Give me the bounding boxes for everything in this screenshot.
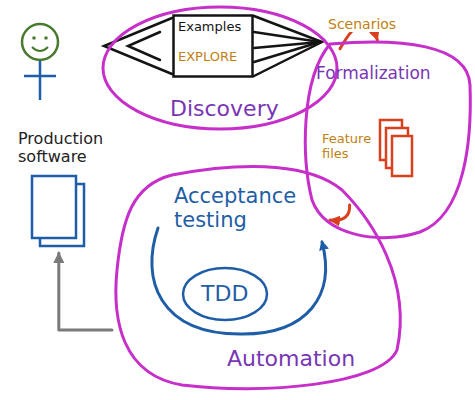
- box-text: Examples: [178, 20, 241, 35]
- file-label: Feature files: [322, 132, 378, 162]
- region-title: Automation: [227, 346, 355, 371]
- stick-figure: [22, 24, 58, 100]
- tdd-loop: TDD: [180, 265, 270, 323]
- formalization-region: FormalizationFeature files: [300, 40, 472, 240]
- automation-region: Automation Acceptance testingTDD: [112, 160, 408, 396]
- feature-files: Feature files: [322, 110, 414, 205]
- examples-box: ExamplesEXPLORE: [172, 14, 254, 78]
- acceptance-loop: Acceptance testingTDD: [140, 180, 330, 340]
- edge-label: Scenarios: [326, 16, 398, 32]
- doc-label: Production software: [18, 130, 126, 167]
- region-title: Discovery: [170, 96, 279, 121]
- box-text: EXPLORE: [178, 50, 237, 65]
- loop-label: Acceptance testing: [174, 184, 324, 232]
- flow-arrow: [330, 205, 350, 220]
- discovery-region: Discovery ExamplesEXPLORE: [100, 4, 340, 132]
- loop-label: TDD: [201, 281, 248, 306]
- flow-arrow: [59, 253, 112, 330]
- region-title: Formalization: [316, 64, 431, 84]
- production-software: Production software: [14, 128, 126, 253]
